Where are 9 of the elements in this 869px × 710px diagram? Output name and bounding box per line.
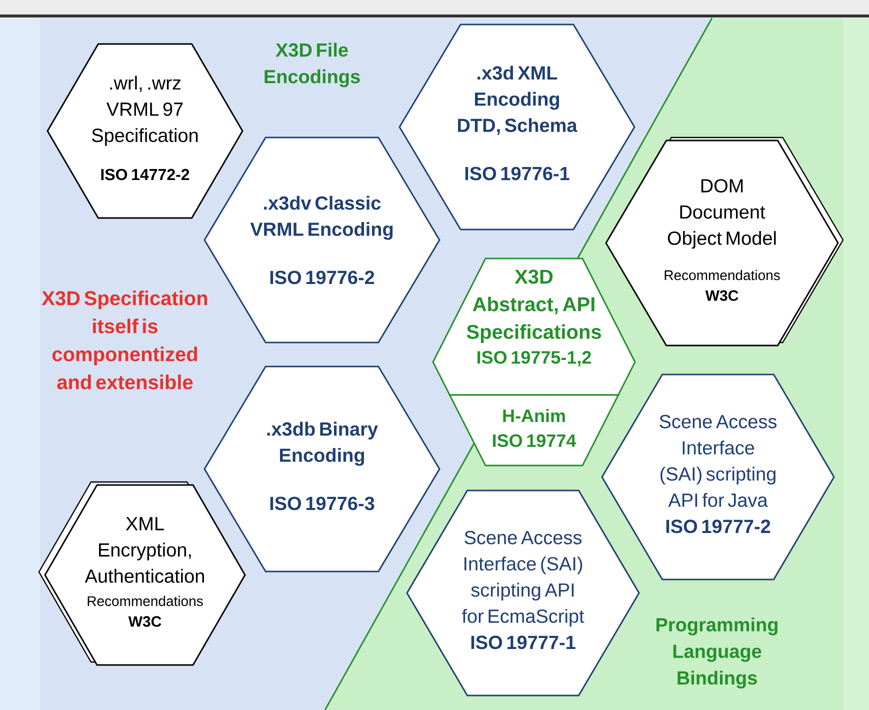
hexagon-box: .wrl, .wrz VRML 97 Specification ISO 14772-2 bbox=[46, 43, 244, 219]
hexagon-box: Scene Access Interface (SAI) scripting API for EcmaScript ISO 19777-1 bbox=[406, 490, 640, 696]
section-heading: X3D File Encodings bbox=[264, 42, 360, 88]
hexagon-box: .x3d XML Encoding DTD, Schema ISO 19776-1 bbox=[398, 24, 636, 230]
double-hexagon-box: DOM Document Object Model Recommendations W3C bbox=[605, 136, 844, 346]
hexagon-box: .x3db Binary Encoding ISO 19776-3 bbox=[204, 366, 440, 572]
section-heading: Programming Language Bindings bbox=[656, 618, 778, 688]
double-hexagon-box: XML Encryption, Authentication Recommendations W3C bbox=[38, 481, 246, 666]
hexagon-box: Scene Access Interface (SAI) scripting API for Java ISO 19777-2 bbox=[601, 374, 835, 580]
